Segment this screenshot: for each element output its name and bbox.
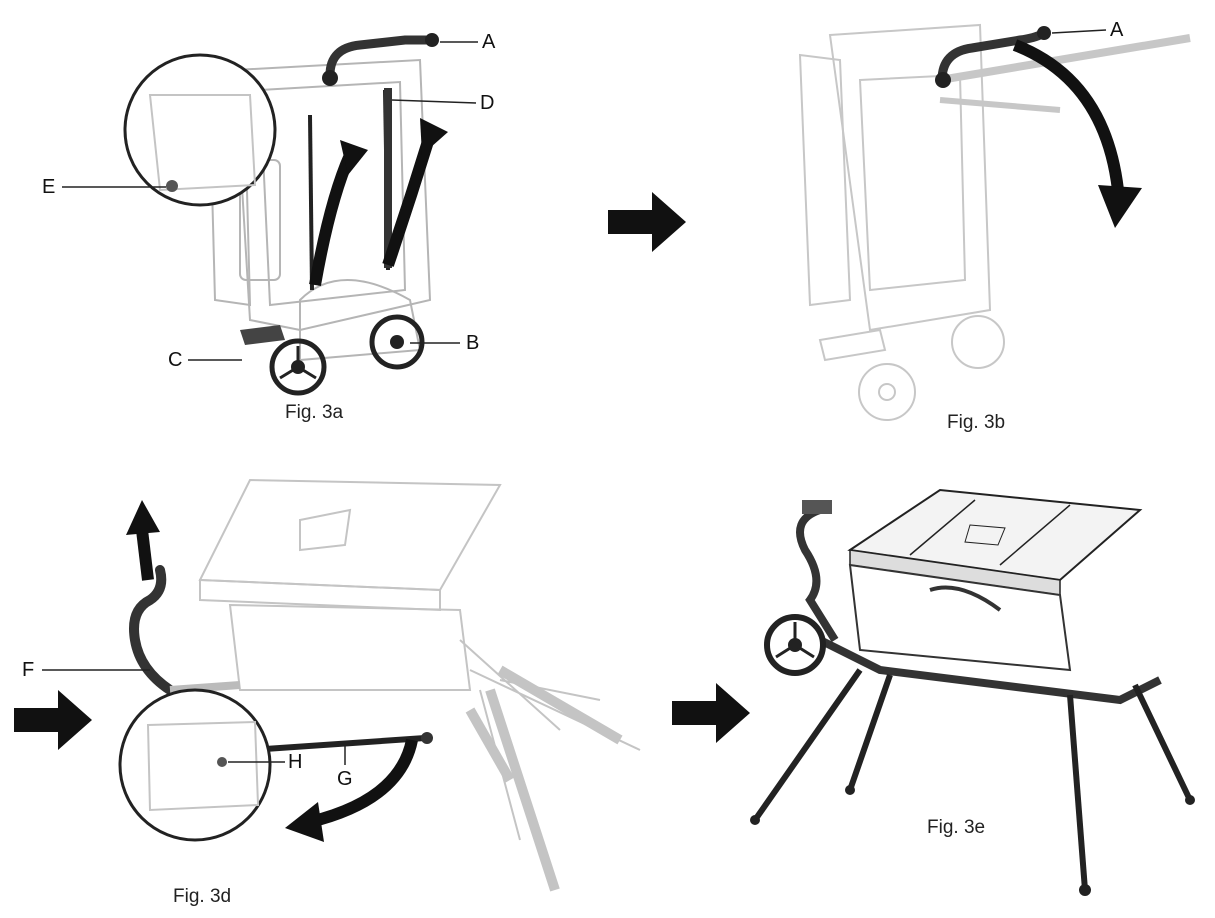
detail-magnifier <box>123 53 277 207</box>
bar-g <box>249 735 426 753</box>
figure-caption: Fig. 3e <box>927 817 986 838</box>
right-arrow-icon <box>672 683 752 743</box>
figure-3e-illustration <box>750 488 1195 896</box>
leg-d <box>384 88 392 268</box>
wheel-b-icon <box>369 314 425 370</box>
callout-e: E <box>42 176 56 198</box>
callout-c: C <box>168 349 183 371</box>
pin-h-icon <box>217 757 227 767</box>
figure-3a-illustration <box>62 33 478 396</box>
curved-arrow-icon <box>309 118 448 287</box>
figure-caption: Fig. 3d <box>173 886 232 907</box>
right-arrow-icon <box>14 690 94 750</box>
callout-b: B <box>466 332 480 354</box>
figure-3b: A Fig. 3b <box>760 0 1215 450</box>
wheel-icon <box>269 338 327 396</box>
figure-3a: A D E B C Fig. 3a <box>0 0 560 450</box>
figure-3e: Fig. 3e <box>740 470 1215 918</box>
figure-3b-illustration <box>798 23 1191 421</box>
callout-g: G <box>337 768 353 790</box>
pin-e-icon <box>166 180 178 192</box>
pedal-c <box>240 325 285 345</box>
figure-3d-illustration <box>42 478 641 892</box>
figure-3d: F G H Fig. 3d <box>0 460 660 918</box>
figure-caption: Fig. 3b <box>947 412 1006 433</box>
callout-h: H <box>288 751 303 773</box>
curved-arrow-icon <box>126 500 418 842</box>
detail-magnifier <box>118 688 272 842</box>
callout-a: A <box>482 31 496 53</box>
callout-f: F <box>22 659 35 681</box>
figure-caption: Fig. 3a <box>285 402 344 423</box>
callout-d: D <box>480 92 495 114</box>
callout-a: A <box>1110 19 1124 41</box>
wheel-icon <box>764 614 826 676</box>
right-arrow-icon <box>608 192 688 252</box>
curved-arrow-icon <box>1012 39 1142 228</box>
